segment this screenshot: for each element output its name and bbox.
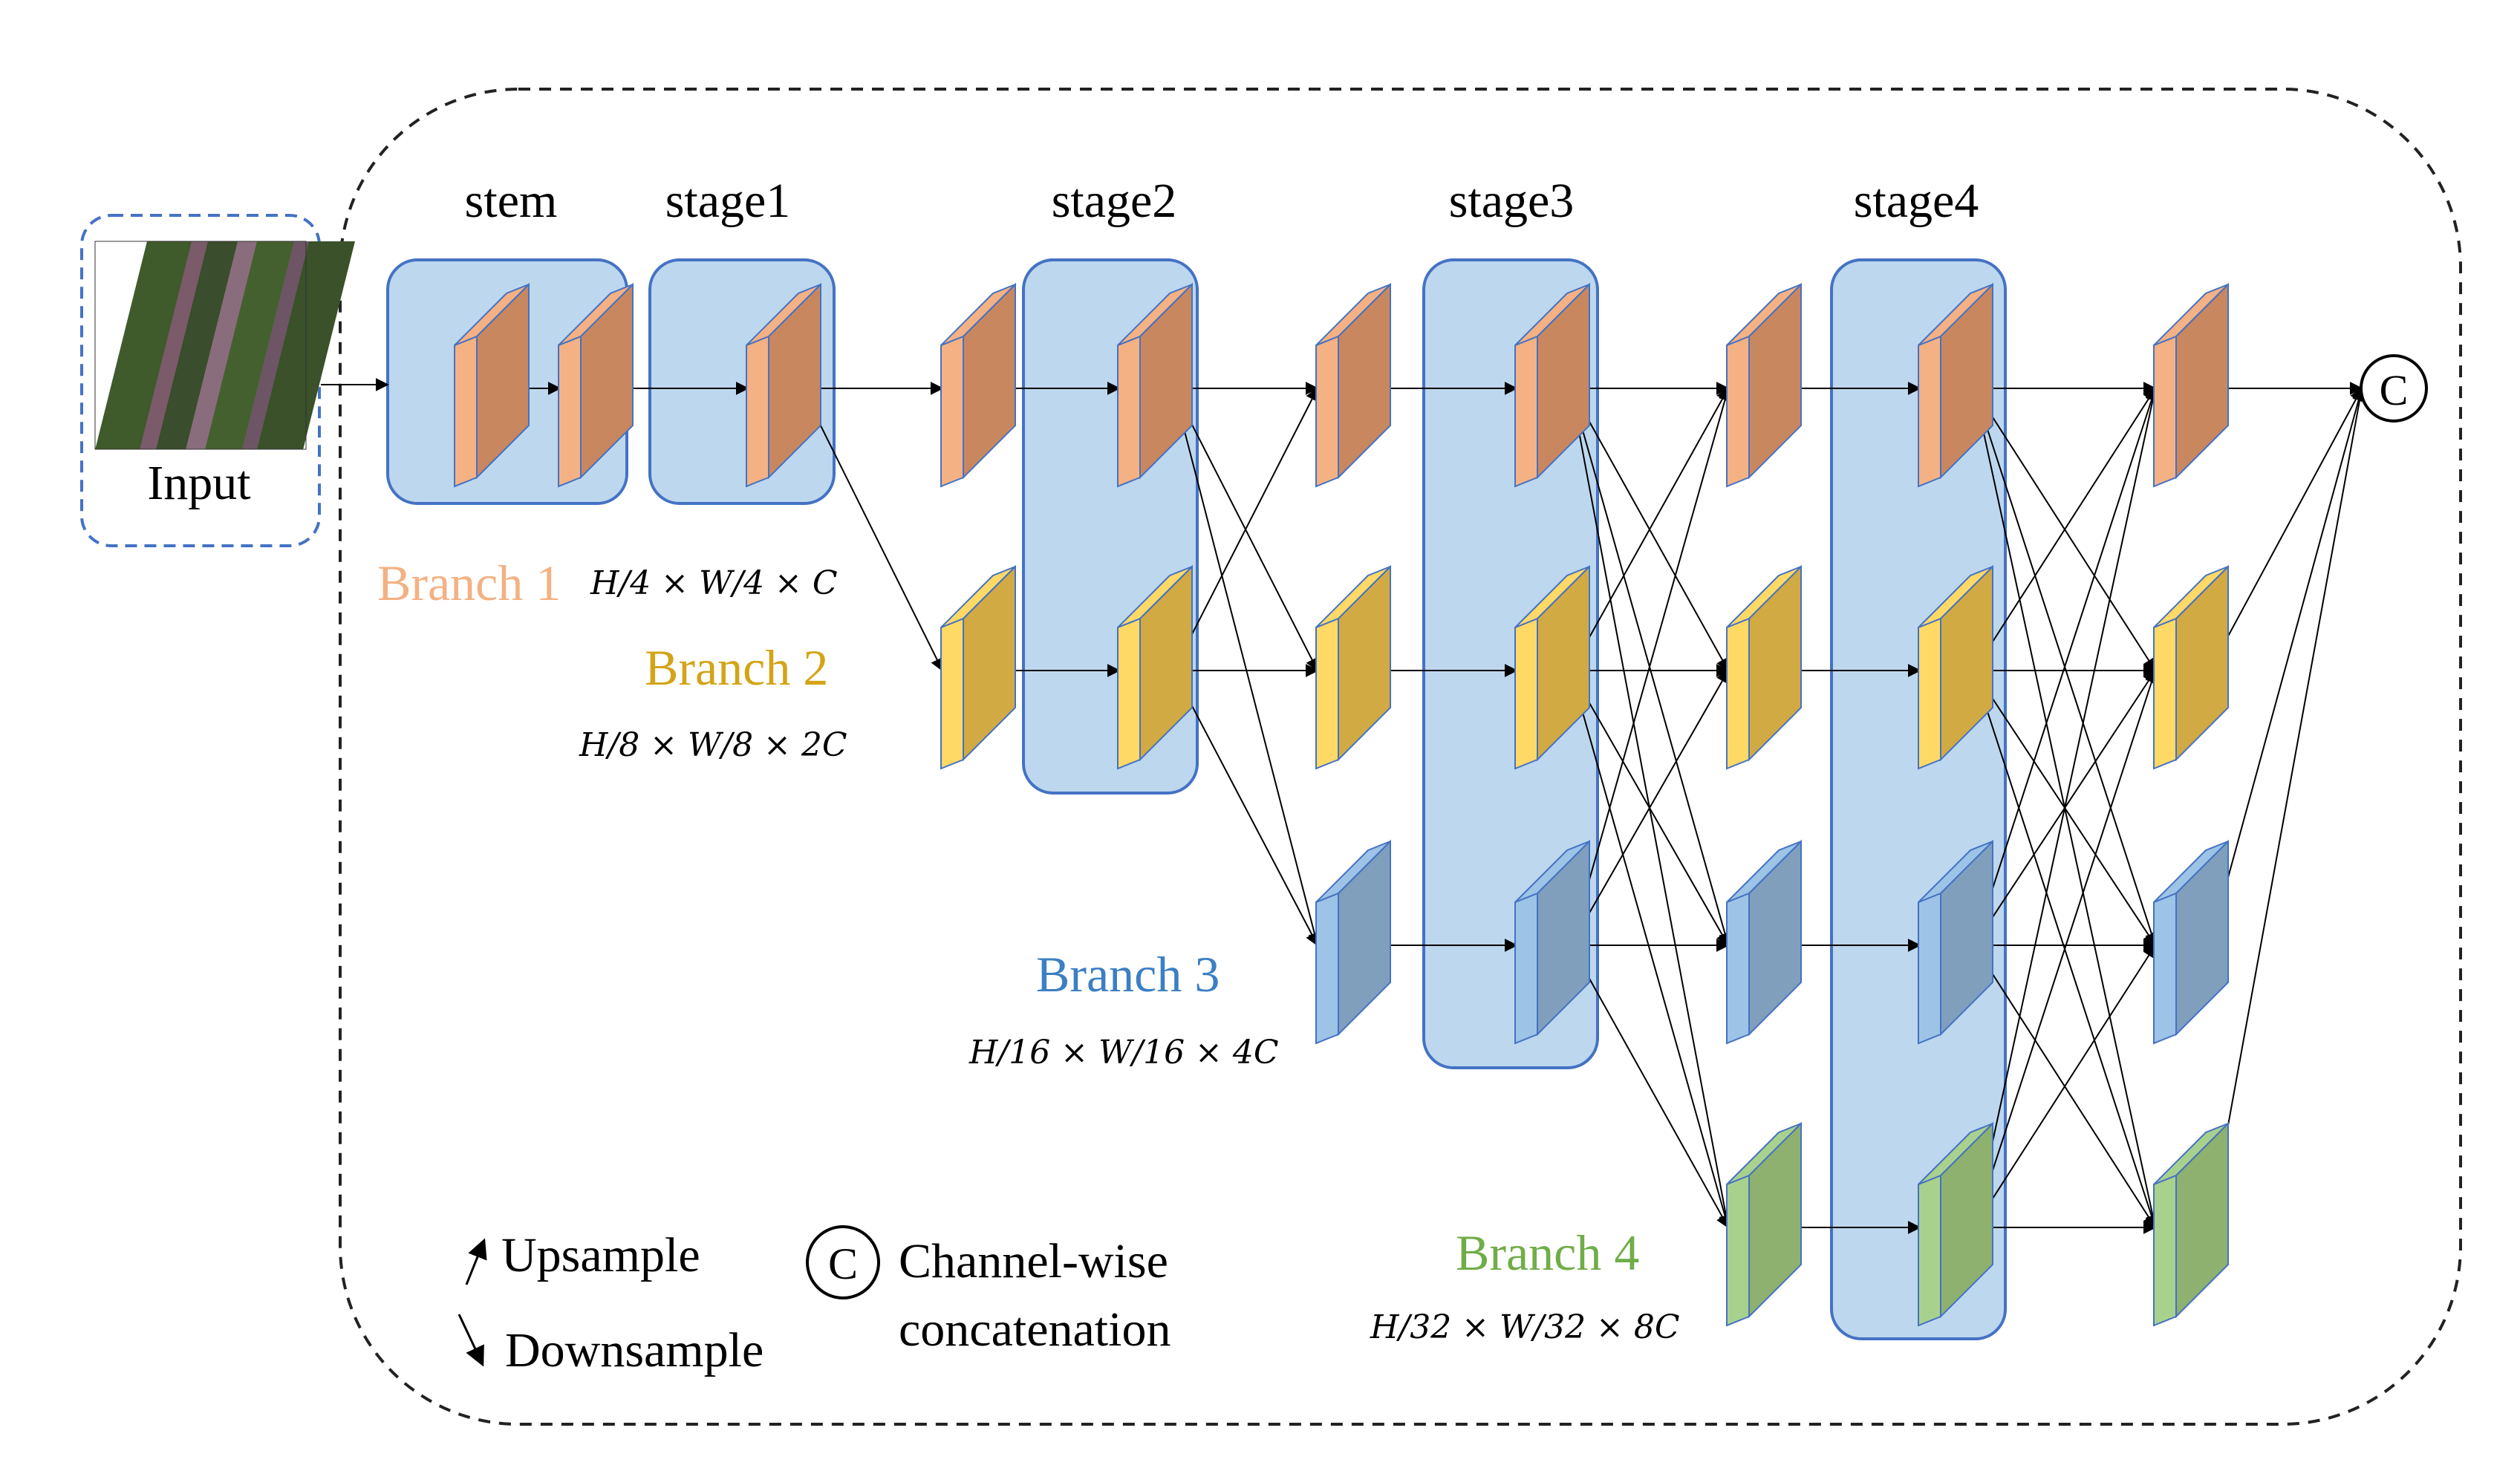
legend-upsample: Upsample (501, 1228, 700, 1282)
feature-map-c5-branch2 (1315, 564, 1391, 770)
input-image (95, 241, 355, 449)
connection-c8-r3-to-r0 (1973, 387, 2160, 1228)
upsample-arrow-icon (465, 1238, 487, 1285)
downsample-arrow-icon (458, 1314, 484, 1367)
output-concat: C (2360, 354, 2428, 423)
feature-map-c5-branch3 (1315, 839, 1391, 1045)
input-label: Input (147, 456, 250, 510)
legend-concat-icon (806, 1225, 880, 1299)
feature-map-c8-branch3 (1918, 839, 1993, 1045)
branch-2-label: Branch 2 (645, 639, 828, 696)
connection-c8-r2-to-r0 (1973, 387, 2158, 946)
feature-maps (454, 282, 2229, 1327)
branch-4-label: Branch 4 (1456, 1224, 1639, 1281)
connection-c8-r1-to-r0 (1973, 387, 2156, 671)
feature-map-c7-branch4 (1726, 1121, 1802, 1327)
feature-map-c6-branch2 (1514, 564, 1590, 770)
feature-map-c6-branch3 (1514, 839, 1590, 1045)
feature-map-c6-branch1 (1514, 282, 1590, 488)
connection-c4-r0-to-r2 (1173, 388, 1321, 947)
stage-label-stage4: stage4 (1854, 174, 1979, 228)
feature-map-c7-branch3 (1726, 839, 1802, 1045)
connection-c6-r2-to-r1 (1570, 669, 1729, 946)
legend-concat-symbol: C (828, 1239, 858, 1288)
input-block: Input (80, 214, 355, 547)
connection-c8-r3-to-r2 (1973, 944, 2156, 1228)
branch-4-dims: H/32 × W/32 × 8C (1370, 1308, 1680, 1346)
legend-downsample: Downsample (505, 1323, 764, 1377)
legend-concat-line1: Channel-wise (899, 1234, 1168, 1288)
legend-concat-line2: concatenation (899, 1302, 1171, 1357)
stage-label-stem: stem (465, 174, 558, 228)
branch-3-dims: H/16 × W/16 × 4C (968, 1034, 1279, 1072)
concat-symbol: C (2380, 366, 2409, 414)
feature-map-c3-branch2 (940, 564, 1016, 770)
connection-c6-r2-to-r3 (1570, 945, 1729, 1229)
connection-c6-r1-to-r0 (1570, 387, 1729, 671)
branch-2-dims: H/8 × W/8 × 2C (579, 726, 847, 764)
feature-map-c9-branch1 (2153, 282, 2229, 488)
stage-label-stage3: stage3 (1449, 174, 1575, 228)
feature-map-c9-branch4 (2153, 1121, 2229, 1327)
stage4-box (1830, 258, 2007, 1340)
legend: Upsample Downsample C Channel-wise conca… (458, 1225, 1171, 1377)
connection-c4-r1-to-r2 (1173, 670, 1318, 947)
feature-map-c9-branch3 (2153, 839, 2229, 1045)
feature-map-c7-branch2 (1726, 564, 1802, 770)
connection-c4-r1-to-r0 (1173, 387, 1318, 671)
connection-c6-r2-to-r0 (1570, 387, 1732, 946)
feature-map-c7-branch1 (1726, 282, 1802, 488)
feature-map-c4-branch1 (1117, 282, 1193, 488)
branch-3-label: Branch 3 (1036, 946, 1220, 1002)
input-container (80, 214, 321, 547)
network-container (339, 88, 2462, 1426)
connection-out-r3-to-concat (2209, 387, 2366, 1228)
feature-map-c9-branch2 (2153, 564, 2229, 770)
stage-label-stage1: stage1 (665, 174, 791, 228)
branch-1-dims: H/4 × W/4 × C (590, 564, 838, 602)
feature-map-c5-branch1 (1315, 282, 1391, 488)
connection-out-r2-to-concat (2209, 387, 2366, 946)
branch-1-label: Branch 1 (377, 555, 561, 611)
concat-circle-icon (2360, 354, 2428, 423)
feature-map-c4-branch2 (1117, 564, 1193, 770)
connection-out-r1-to-concat (2209, 387, 2363, 671)
connection-c6-r1-to-r3 (1570, 670, 1732, 1229)
connection-c2-r0-to-r1 (801, 388, 943, 672)
feature-map-c8-branch4 (1918, 1121, 1993, 1327)
stage-label-stage2: stage2 (1052, 174, 1177, 228)
connections (321, 378, 2366, 1234)
feature-map-c0-branch1 (454, 282, 530, 488)
feature-map-c2-branch1 (746, 282, 821, 488)
feature-map-c8-branch2 (1918, 564, 1993, 770)
feature-map-c3-branch1 (940, 282, 1016, 488)
feature-map-c8-branch1 (1918, 282, 1993, 488)
connection-c8-r3-to-r1 (1973, 669, 2158, 1228)
feature-map-c1-branch1 (558, 282, 634, 488)
